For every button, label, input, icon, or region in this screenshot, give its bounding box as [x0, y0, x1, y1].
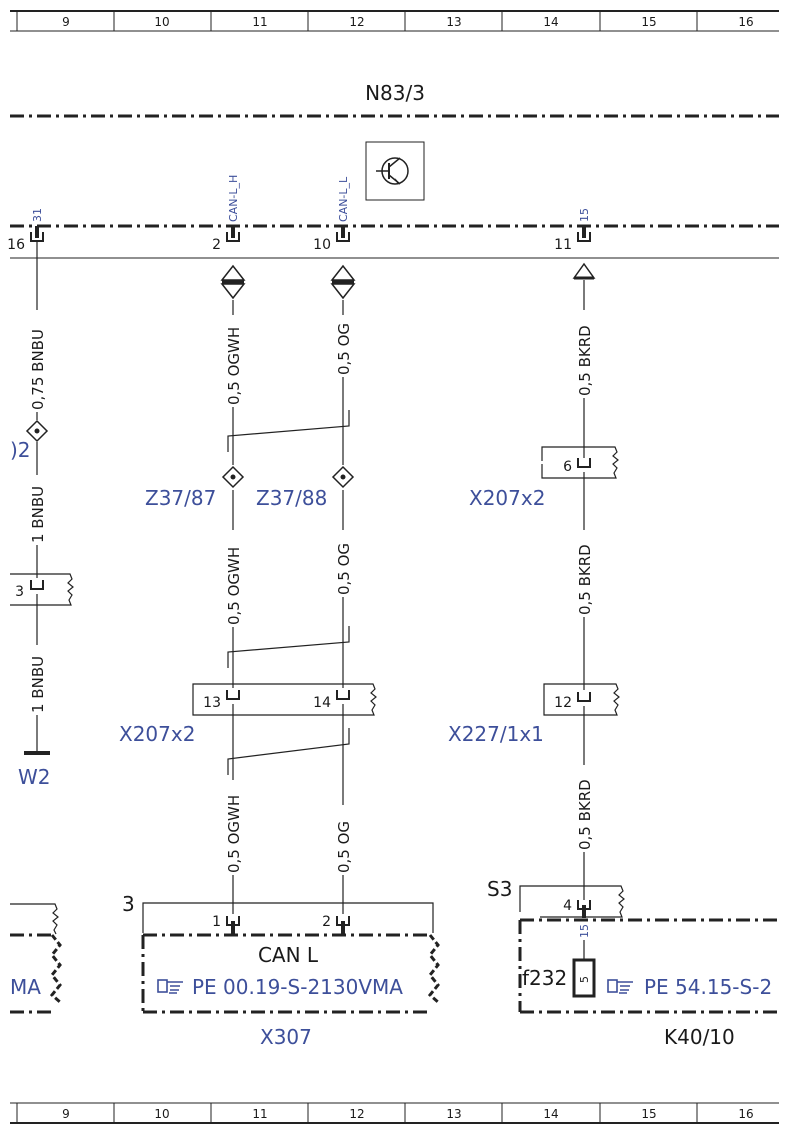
pin-number: 6: [563, 459, 572, 475]
reference-link[interactable]: MA: [10, 975, 41, 999]
block-pin-label: 3: [122, 892, 135, 916]
twisted-pair-marks: [227, 410, 350, 775]
ruler-cell: 9: [62, 15, 70, 29]
ruler-cell: 16: [738, 15, 753, 29]
top-ruler: 9 10 11 12 13 14 15 16: [10, 10, 779, 32]
ruler-cell: 15: [641, 15, 656, 29]
fuse-symbol: [572, 958, 596, 998]
component-label: Z37/87: [145, 486, 216, 510]
x307-box: [141, 933, 430, 1014]
pin-number: 14: [313, 695, 331, 711]
can-box-title: CAN L: [258, 943, 319, 967]
reference-link[interactable]: PE 00.19-S-2130VMA: [192, 975, 403, 999]
splice-point-icon: [25, 419, 355, 489]
box-break-edge: [427, 934, 440, 1004]
pin-number: 1: [212, 914, 221, 930]
component-label: X207x2: [119, 722, 195, 746]
ruler-cell: 15: [641, 1107, 656, 1121]
block-pin-label: S3: [487, 877, 512, 901]
pin-number: 10: [313, 237, 331, 253]
signal-label: 15: [578, 208, 591, 222]
ruler-cell: 14: [543, 1107, 558, 1121]
ruler-cell: 11: [252, 1107, 267, 1121]
module-title: N83/3: [365, 81, 425, 105]
component-label: K40/10: [664, 1025, 735, 1049]
wire-label: 1 BNBU: [29, 486, 47, 543]
pin-number: 2: [322, 914, 331, 930]
component-label: W2: [18, 765, 51, 789]
ruler-cell: 16: [738, 1107, 753, 1121]
component-label: X227/1x1: [448, 722, 544, 746]
component-label: X307: [260, 1025, 312, 1049]
left-partial-box: [10, 933, 52, 1014]
reference-link[interactable]: PE 54.15-S-2: [644, 975, 772, 999]
fuse-label: f232: [522, 966, 567, 990]
pointing-hand-icon[interactable]: [607, 979, 633, 994]
pin-number: 16: [7, 237, 25, 253]
pin-number: 3: [15, 584, 24, 600]
x307-housing: [142, 902, 434, 933]
ruler-cell: 12: [349, 15, 364, 29]
pointing-hand-icon[interactable]: [157, 979, 183, 994]
signal-label: 15: [578, 924, 591, 938]
wire-label: 0,5 BKRD: [576, 544, 594, 615]
ruler-cell: 12: [349, 1107, 364, 1121]
wires: [36, 242, 585, 914]
k40-box: [518, 918, 779, 1014]
bottom-ruler: 9 10 11 12 13 14 15 16: [10, 1102, 779, 1124]
wire-label: 0,5 BKRD: [576, 779, 594, 850]
wire-label: 1 BNBU: [29, 656, 47, 713]
signal-label: CAN-L_H: [227, 175, 240, 222]
connector-housings: [10, 446, 625, 935]
wire-label: 0,5 OGWH: [225, 547, 243, 625]
pin-sockets-top: [30, 226, 591, 242]
component-label: X207x2: [469, 486, 545, 510]
ruler-cell: 10: [154, 1107, 169, 1121]
signal-label: CAN-L_L: [337, 176, 350, 222]
ruler-cell: 10: [154, 15, 169, 29]
pin-number: 13: [203, 695, 221, 711]
ruler-cell: 13: [446, 15, 461, 29]
wire-label: 0,5 OG: [335, 821, 353, 873]
input-arrow-icon: [572, 262, 596, 280]
pin-sockets-mid: [30, 458, 591, 926]
pin-number: 12: [554, 695, 572, 711]
ruler-cell: 13: [446, 1107, 461, 1121]
wire-label: 0,5 BKRD: [576, 325, 594, 396]
pin-number: 4: [563, 898, 572, 914]
ruler-cell: 9: [62, 1107, 70, 1121]
component-label: )2: [10, 438, 31, 462]
ruler-cell: 11: [252, 15, 267, 29]
wire-label: 0,5 OGWH: [225, 795, 243, 873]
wire-label: 0,75 BNBU: [29, 329, 47, 410]
component-label: Z37/88: [256, 486, 327, 510]
pin-number: 2: [212, 237, 221, 253]
fuse-number: 5: [578, 976, 591, 983]
wire-label: 0,5 OG: [335, 323, 353, 375]
bidirectional-arrow-icon: [220, 264, 356, 300]
box-break-edge: [49, 934, 62, 1004]
transistor-icon: [365, 141, 425, 201]
wire-label: 0,5 OG: [335, 543, 353, 595]
signal-label: 31: [31, 208, 44, 222]
ruler-cell: 14: [543, 15, 558, 29]
pin-number: 11: [554, 237, 572, 253]
wire-label: 0,5 OGWH: [225, 327, 243, 405]
